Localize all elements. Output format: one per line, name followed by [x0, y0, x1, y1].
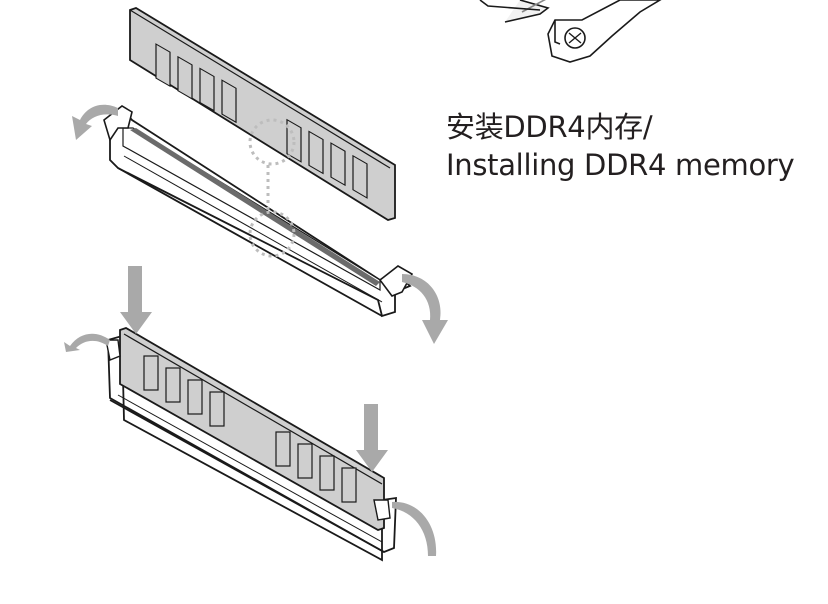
ddr4-module-top — [129, 7, 396, 221]
dimm-slot-installed — [105, 327, 397, 562]
caption-chinese: 安装DDR4内存/ — [446, 110, 653, 144]
latch-open-arrows — [72, 104, 448, 344]
notch-alignment-guide — [248, 118, 296, 258]
curved-arrow-left-icon — [72, 104, 118, 140]
cpu-cooler-bracket-fragment — [479, 0, 662, 63]
curved-arrow-right-icon — [402, 274, 448, 344]
caption-english: Installing DDR4 memory — [446, 148, 795, 182]
down-arrow-left-icon — [120, 266, 152, 334]
latch-close-arrows — [64, 333, 437, 556]
curved-arrow-close-right-icon — [392, 501, 437, 556]
curved-arrow-close-left-icon — [64, 333, 110, 352]
down-arrow-right-icon — [356, 404, 388, 472]
figure-caption: 安装DDR4内存/ Installing DDR4 memory — [446, 108, 795, 184]
press-down-arrows — [120, 266, 388, 472]
